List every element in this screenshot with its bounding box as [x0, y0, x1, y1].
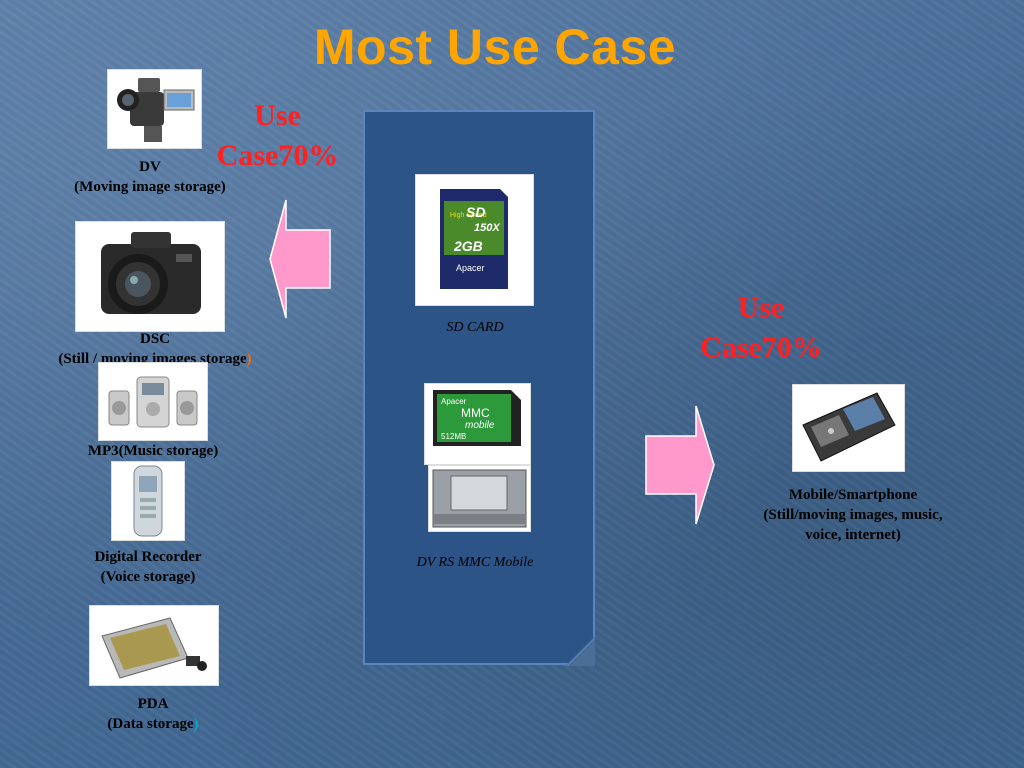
svg-text:512MB: 512MB — [441, 432, 466, 441]
use-case-label-right: Use Case70% — [700, 291, 822, 364]
svg-text:High Speed: High Speed — [450, 212, 487, 219]
svg-text:Apacer: Apacer — [441, 397, 467, 406]
mmc-card-caption: DV RS MMC Mobile — [416, 555, 534, 570]
svg-text:mobile: mobile — [465, 420, 495, 431]
arrow-left-icon — [269, 199, 331, 319]
recorder-caption: Digital Recorder (Voice storage) — [94, 549, 202, 585]
mp3-player-image — [98, 362, 208, 441]
svg-text:150X: 150X — [474, 222, 500, 234]
use-case-label-left: Use Case70% — [216, 99, 339, 172]
svg-text:MMC: MMC — [461, 406, 490, 420]
pda-image — [89, 605, 219, 686]
svg-text:SD: SD — [466, 204, 485, 220]
mobile-phone-image — [792, 384, 905, 472]
dsc-camera-image — [75, 221, 225, 332]
digital-recorder-image — [111, 461, 185, 541]
mp3-caption: MP3(Music storage) — [87, 443, 219, 459]
pda-caption: PDA (Data storage) — [107, 696, 199, 732]
mmc-card-image: Apacer MMC mobile 512MB — [424, 383, 531, 465]
dv-caption: DV (Moving image storage) — [74, 159, 226, 195]
slide-title: Most Use Case — [313, 19, 677, 75]
dv-camcorder-image — [107, 69, 202, 149]
svg-text:Apacer: Apacer — [456, 263, 485, 273]
mmc-adapter-image — [428, 465, 531, 532]
page-curl-icon — [565, 636, 595, 666]
sd-card-caption: SD CARD — [446, 320, 504, 335]
sd-card-image: High Speed SD 150X 2GB Apacer — [415, 174, 534, 306]
svg-text:2GB: 2GB — [453, 238, 483, 254]
arrow-right-icon — [645, 405, 715, 525]
mobile-caption: Mobile/Smartphone (Still/moving images, … — [763, 487, 943, 543]
